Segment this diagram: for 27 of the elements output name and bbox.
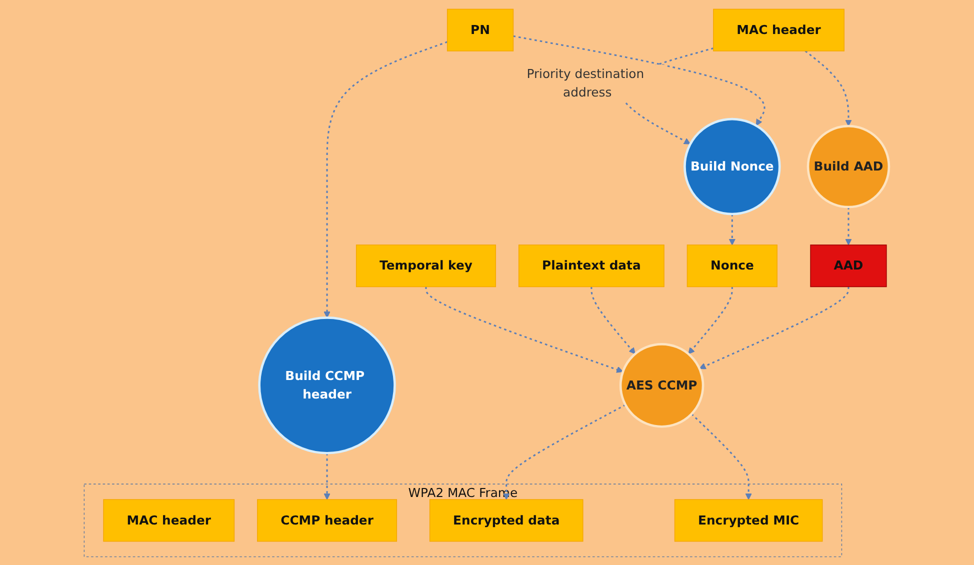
node-box: MAC header bbox=[104, 498, 236, 542]
node-box: PN bbox=[447, 8, 514, 51]
arrow bbox=[688, 286, 734, 354]
node-circle: AES CCMP bbox=[620, 342, 705, 428]
arrow bbox=[426, 286, 624, 372]
node-circle: Build AAD bbox=[807, 124, 891, 208]
node-box: Encrypted data bbox=[430, 498, 584, 542]
node-box: CCMP header bbox=[257, 498, 398, 542]
arrow bbox=[514, 34, 766, 126]
node-box: MAC header bbox=[713, 8, 845, 51]
arrow bbox=[700, 286, 850, 369]
arrow bbox=[324, 452, 331, 500]
node-box: Nonce bbox=[687, 244, 778, 287]
node-box: AAD bbox=[810, 244, 888, 287]
arrow bbox=[729, 214, 736, 245]
arrow bbox=[846, 206, 852, 245]
arrow bbox=[691, 412, 752, 500]
node-box: Plaintext data bbox=[518, 244, 665, 287]
node-circle: Build Nonce bbox=[684, 117, 782, 215]
node-box: Encrypted MIC bbox=[674, 498, 824, 542]
node-circle: Build CCMP header bbox=[258, 316, 396, 454]
arrow bbox=[805, 50, 852, 126]
arrow bbox=[503, 404, 626, 500]
node-box: Temporal key bbox=[356, 244, 496, 287]
arrow bbox=[324, 40, 448, 318]
edge-label: Priority destination address bbox=[527, 66, 645, 100]
arrow bbox=[591, 286, 636, 354]
